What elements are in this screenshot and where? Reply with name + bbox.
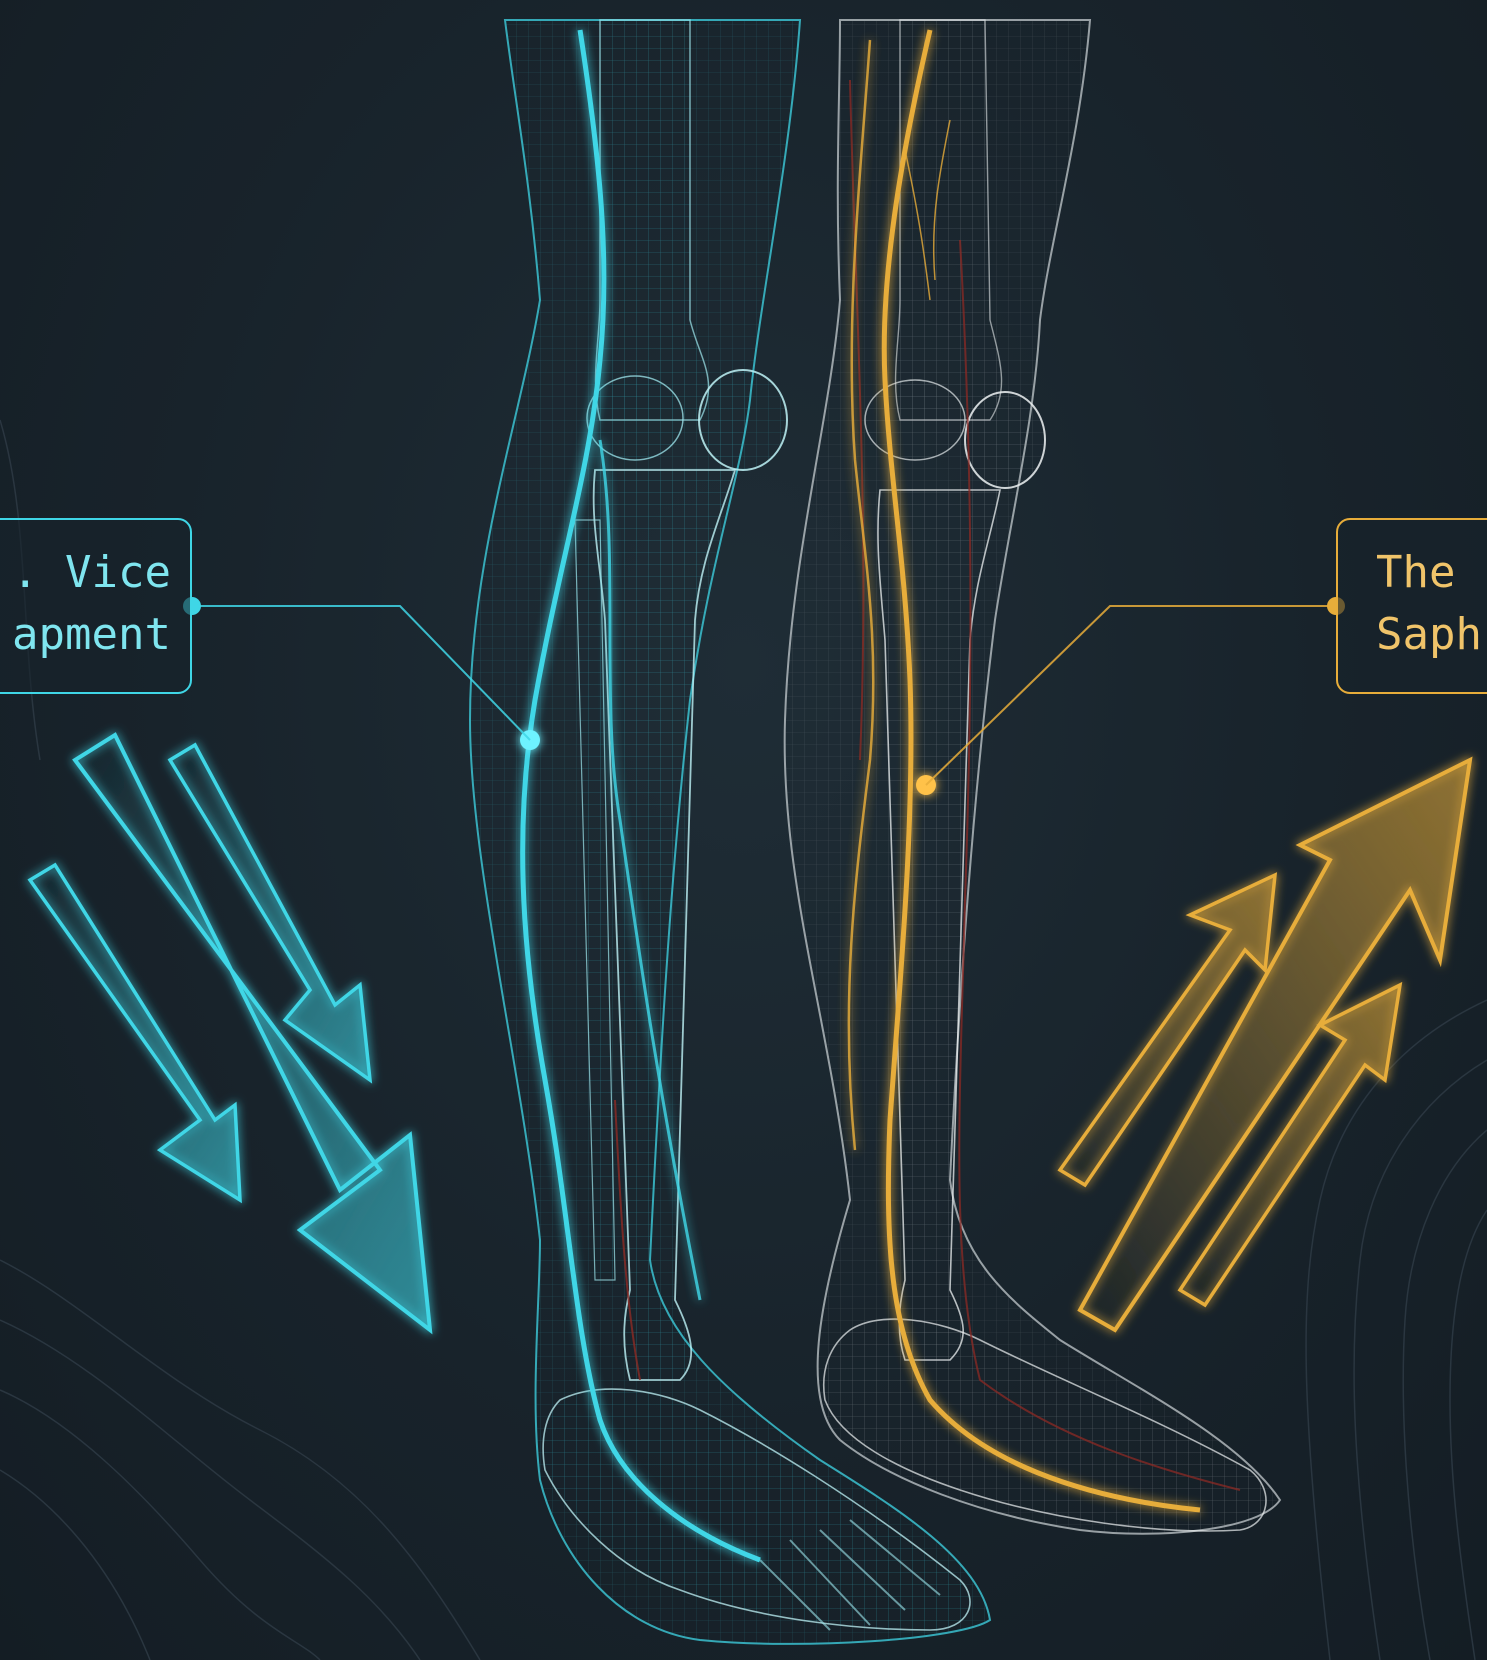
left-callout-box: . Vice apment [0, 518, 192, 694]
arrow-down-right-large [75, 735, 430, 1330]
left-kneecap [699, 370, 787, 470]
right-callout-box: The Saph [1336, 518, 1487, 694]
right-callout-line-1: The [1376, 542, 1487, 604]
right-femur [896, 20, 1002, 420]
left-callout-line-1: . Vice [12, 542, 152, 604]
right-kneecap [965, 392, 1045, 488]
right-knee-condyle [865, 380, 965, 460]
right-arrows [1060, 760, 1470, 1330]
left-callout-line-2: apment [12, 604, 152, 666]
left-arrows [30, 735, 430, 1330]
arrow-down-right-lower [30, 865, 240, 1200]
right-callout-line-2: Saph [1376, 604, 1487, 666]
arrow-up-right-large [1080, 760, 1470, 1330]
